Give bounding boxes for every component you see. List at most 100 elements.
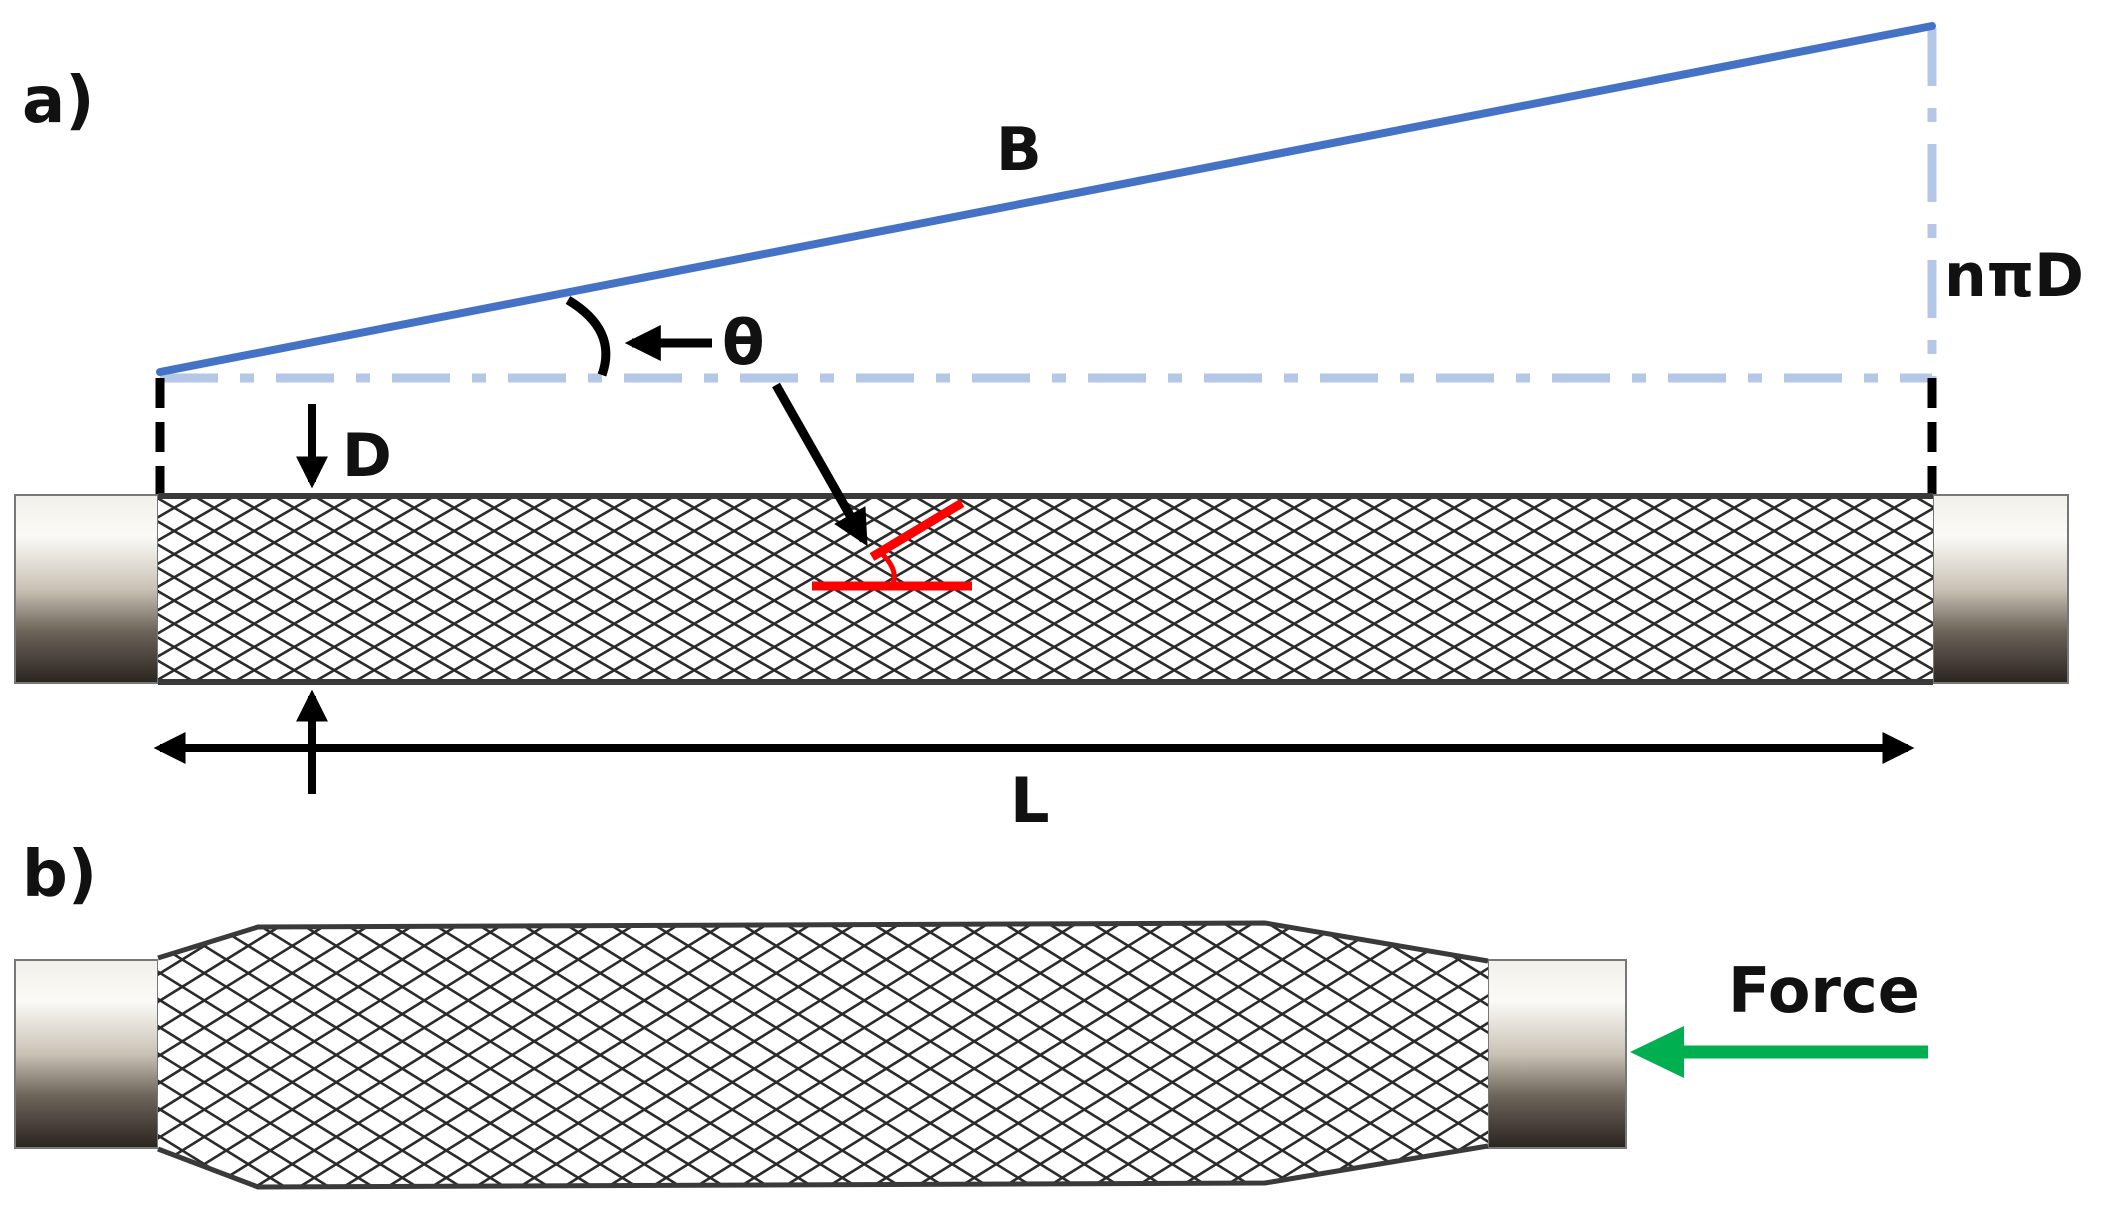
mesh-wire — [158, 922, 291, 1188]
braided-mesh-a — [158, 493, 2110, 685]
mesh-wire — [2070, 494, 2110, 684]
mesh-wire — [1629, 494, 1933, 672]
label-b: B — [996, 115, 1042, 185]
mesh-wire — [513, 922, 951, 1188]
mesh-wire — [429, 494, 759, 684]
mesh-wire — [1509, 494, 1839, 684]
mesh-wire — [733, 922, 1171, 1188]
mesh-wire — [158, 922, 379, 1188]
mesh-wire — [1967, 920, 2110, 1190]
mesh-wire — [1669, 494, 1933, 648]
mesh-wire — [1869, 494, 1933, 532]
mesh-wire — [1173, 922, 1488, 1188]
mesh-wire — [158, 589, 319, 684]
mesh-wire — [1029, 494, 1359, 684]
mesh-wire — [645, 922, 1083, 1188]
mesh-wire — [381, 922, 819, 1188]
mesh-wire — [309, 494, 639, 684]
panel-b: b) Force — [14, 838, 2110, 1190]
mesh-wire — [158, 922, 247, 1188]
mesh-wire — [589, 494, 919, 684]
mesh-wire — [1309, 494, 1639, 684]
mesh-wire — [1129, 922, 1488, 1188]
hypotenuse-line-b — [156, 22, 1936, 376]
mesh-wire — [205, 922, 643, 1188]
mesh-wire — [909, 922, 1347, 1188]
mesh-wire — [549, 494, 879, 684]
mesh-wire — [997, 922, 1435, 1188]
mesh-wire — [1389, 494, 1719, 684]
mesh-wire — [189, 494, 519, 684]
mesh-wire — [1709, 494, 1933, 625]
mesh-wire — [158, 520, 439, 684]
label-force: Force — [1728, 954, 1920, 1027]
mesh-wire — [349, 494, 679, 684]
mesh-wire — [829, 494, 1159, 684]
mesh-wire — [1109, 494, 1439, 684]
mesh-wire — [1041, 922, 1479, 1188]
mesh-wire — [1967, 920, 2110, 1190]
mesh-wire — [1217, 922, 1488, 1188]
mesh-wire — [1469, 494, 1799, 684]
mesh-wire — [821, 922, 1259, 1188]
mesh-wire — [909, 494, 1239, 684]
braid-angle-marker — [812, 499, 972, 591]
mesh-wire — [269, 494, 599, 684]
mesh-wire — [1269, 494, 1599, 684]
mesh-wire — [509, 494, 839, 684]
mesh-wire — [158, 566, 359, 684]
mesh-wire — [1085, 922, 1488, 1188]
mesh-wire — [1589, 494, 1919, 684]
mesh-wire — [949, 494, 1279, 684]
right-end-cap-b — [1487, 959, 1627, 1149]
mesh-wire — [158, 494, 279, 566]
mesh-wire — [158, 922, 467, 1188]
mesh-wire — [953, 922, 1391, 1188]
mesh-wire — [158, 543, 399, 684]
mesh-wire — [1429, 494, 1759, 684]
mesh-wire — [161, 922, 599, 1188]
mesh-wire — [158, 922, 555, 1188]
left-end-cap — [14, 494, 159, 684]
mesh-wire — [1069, 494, 1399, 684]
mesh-wire — [1829, 622, 1933, 684]
mesh-wire — [1149, 494, 1479, 684]
mesh-wire — [1829, 494, 1933, 556]
mesh-wire — [158, 636, 239, 684]
mesh-wire — [469, 922, 907, 1188]
mesh-wire — [1923, 920, 2110, 1190]
mesh-wire — [158, 922, 335, 1188]
mesh-wire — [1305, 922, 1488, 1188]
mesh-wire — [158, 922, 247, 1188]
mesh-wire — [689, 922, 1127, 1188]
mesh-wire — [629, 494, 959, 684]
mesh-wire — [1349, 922, 1488, 1188]
mesh-wire — [1349, 922, 1488, 1188]
mesh-wire — [1789, 494, 1933, 579]
mesh-wire — [158, 494, 319, 589]
left-end-cap-b — [14, 959, 159, 1149]
force-arrow — [1630, 1026, 1928, 1078]
mesh-wire — [337, 922, 775, 1188]
label-theta: θ — [722, 306, 765, 379]
mesh-wire — [1189, 494, 1519, 684]
label-d: D — [342, 421, 392, 491]
mesh-wire — [989, 494, 1319, 684]
mesh-wire — [1349, 494, 1679, 684]
mesh-wire — [1305, 922, 1488, 1188]
mesh-wire — [601, 922, 1039, 1188]
mesh-wire — [1549, 494, 1879, 684]
right-end-cap — [1932, 494, 2069, 684]
mesh-wire — [158, 494, 239, 542]
theta-to-mesh-arrow — [772, 382, 868, 547]
braided-mesh-b — [157, 920, 2110, 1190]
mesh-wire — [1749, 494, 1933, 602]
mesh-wire — [158, 922, 291, 1188]
mesh-wire — [293, 922, 731, 1188]
mesh-wire — [1261, 922, 1488, 1188]
mesh-wire — [1393, 922, 1488, 1188]
mesh-wire — [469, 494, 799, 684]
mesh-wire — [158, 612, 279, 684]
mesh-wire — [1923, 920, 2110, 1190]
